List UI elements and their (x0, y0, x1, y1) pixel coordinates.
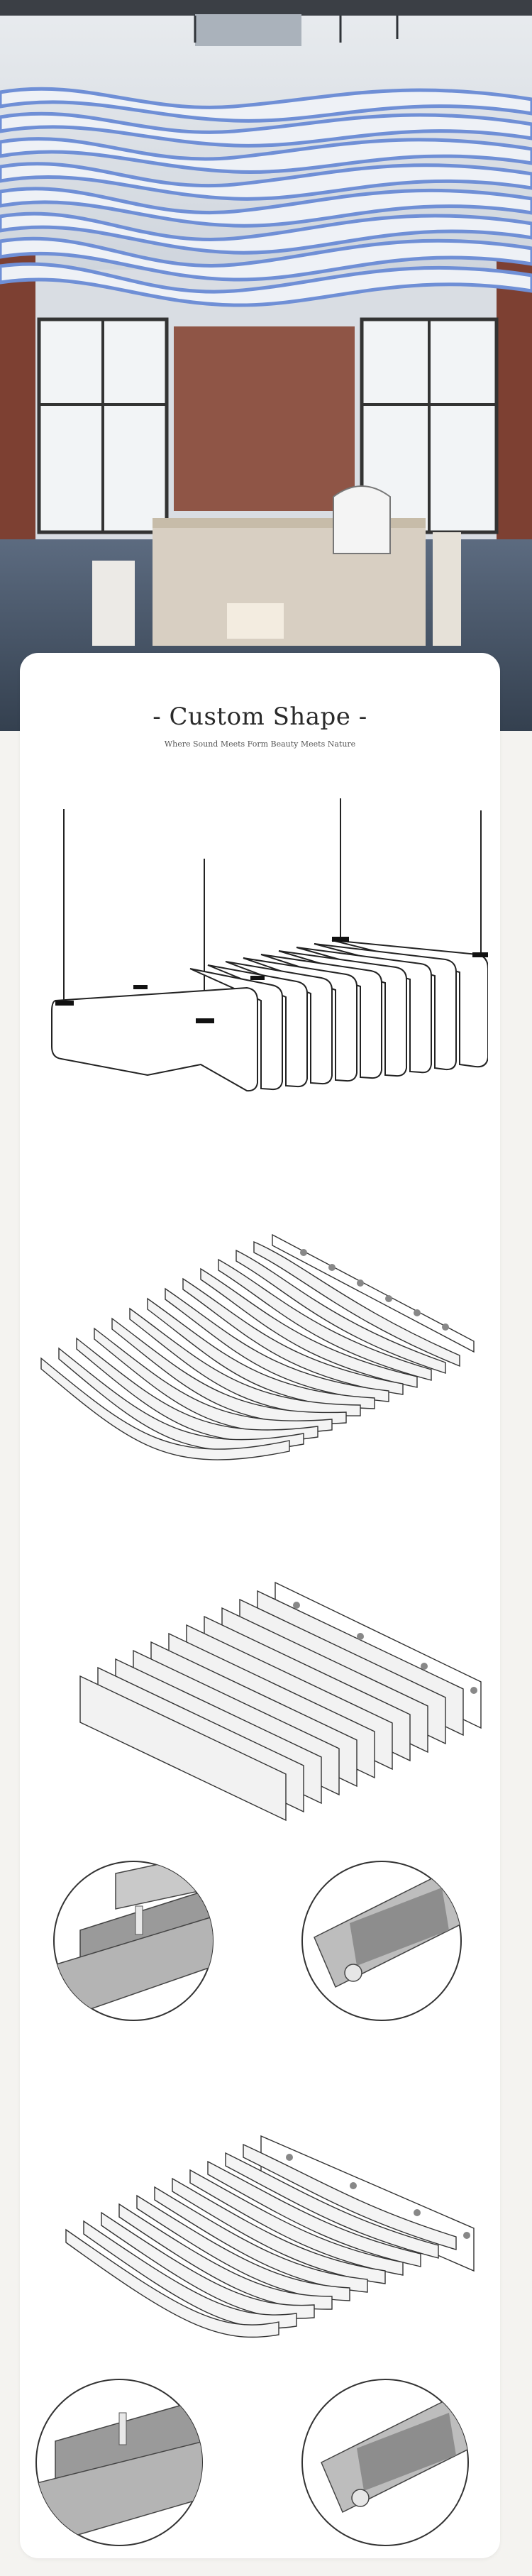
baffle-joint-detail-left-2 (35, 2379, 203, 2546)
baffle-joint-detail-left (53, 1861, 214, 2021)
baffle-channel-detail-right (301, 1861, 462, 2021)
hero-photo-wave-baffle-ceiling (0, 0, 532, 731)
wave-baffle-suspended-drawing (51, 798, 488, 1092)
wave-baffle-profile-drawing (65, 2135, 475, 2338)
wave-baffle-stacked-drawing (40, 1233, 475, 1460)
content-card: - Custom Shape - Where Sound Meets Form … (20, 653, 500, 2558)
section-subtitle: Where Sound Meets Form Beauty Meets Natu… (164, 739, 356, 749)
section-title: - Custom Shape - (153, 703, 367, 731)
baffle-channel-detail-right-2 (301, 2379, 469, 2546)
straight-baffle-stacked-drawing (79, 1581, 482, 1822)
hero-photo (0, 0, 532, 731)
